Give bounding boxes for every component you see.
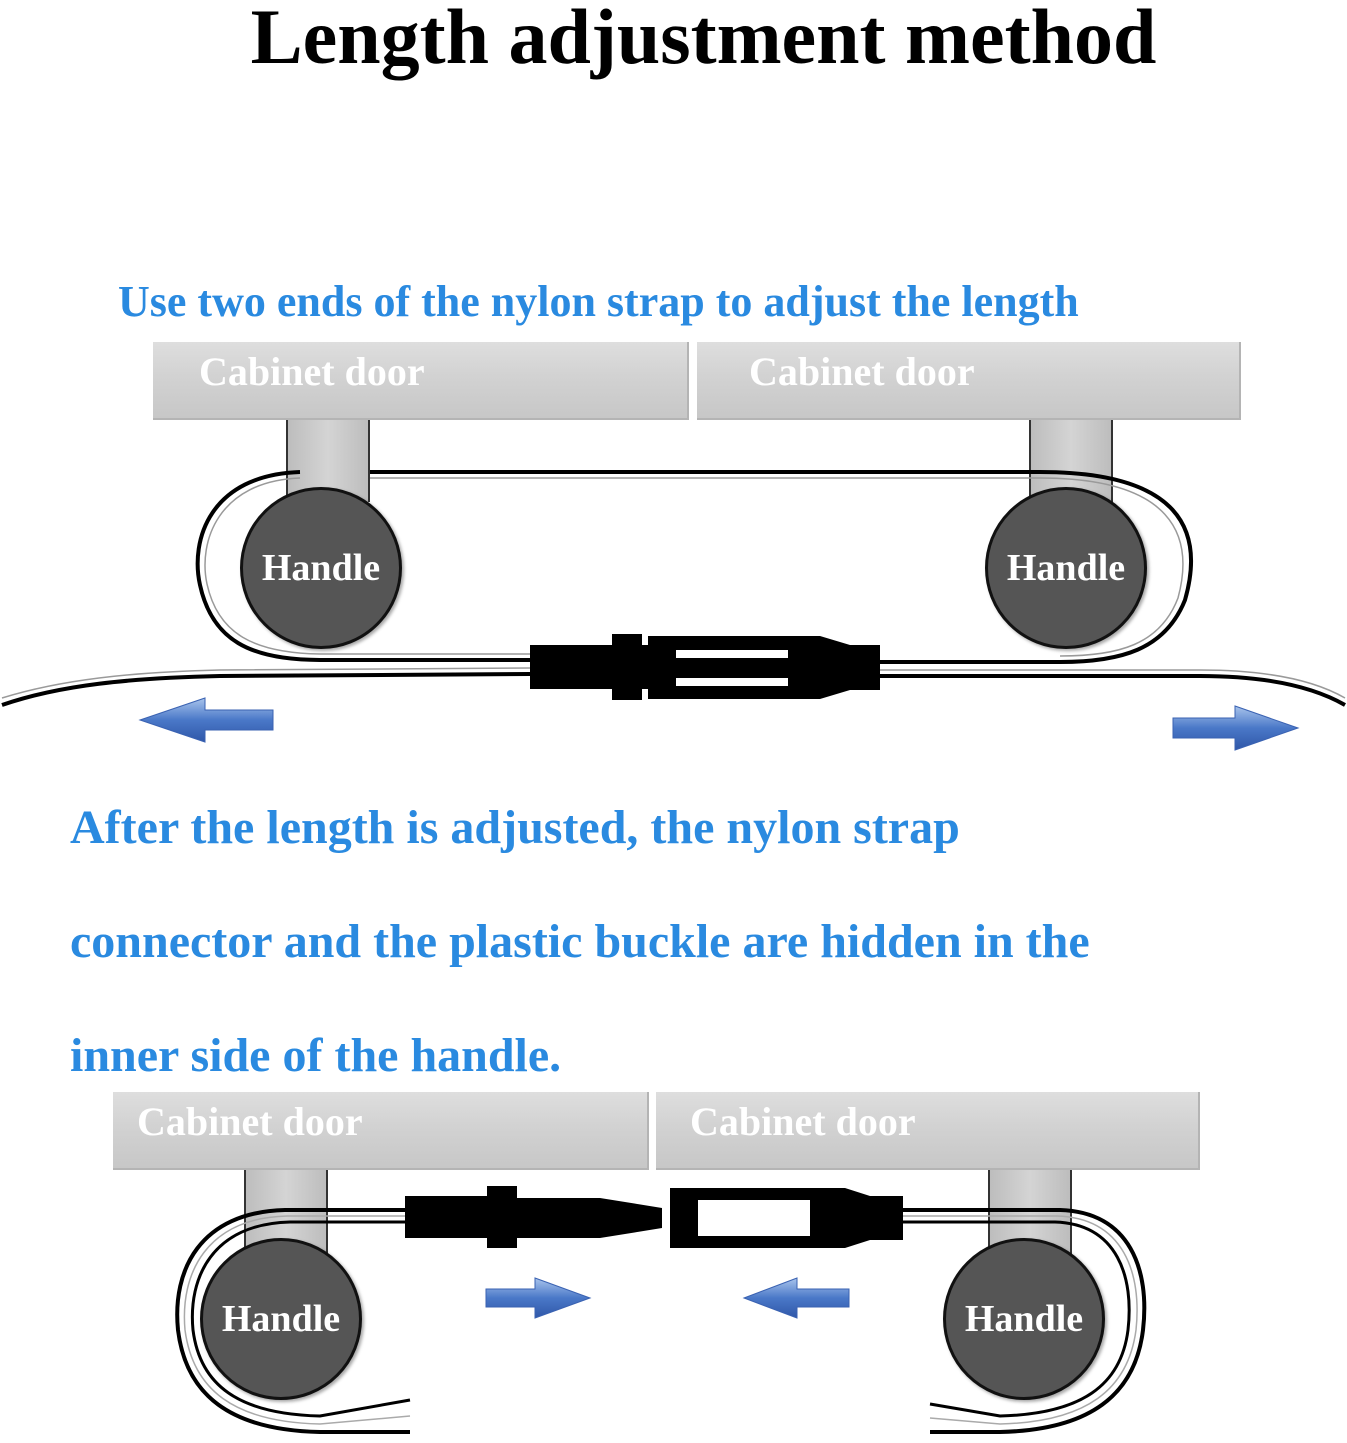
door-label: Cabinet door: [199, 349, 425, 394]
handle-left: Handle: [240, 487, 402, 649]
strap-loop: [370, 470, 1193, 664]
strap-end-left: [1, 672, 531, 707]
strap-connector: [405, 1186, 662, 1248]
cabinet-door-right: Cabinet door: [656, 1092, 1200, 1170]
step2-caption-line-2: connector and the plastic buckle are hid…: [70, 915, 1090, 968]
handle-label: Handle: [221, 1298, 341, 1340]
cabinet-door-left: Cabinet door: [113, 1092, 649, 1170]
handle-left: Handle: [200, 1238, 362, 1400]
strap-loop-left-outer: [175, 1208, 410, 1434]
door-label: Cabinet door: [690, 1099, 916, 1144]
door-label: Cabinet door: [749, 349, 975, 394]
step2-caption-line-3: inner side of the handle.: [70, 1029, 562, 1082]
strap-loop-right-inner: [903, 1220, 1131, 1418]
handle-right: Handle: [985, 487, 1147, 649]
handle-label: Handle: [1006, 547, 1126, 589]
strap-loop-inner: [370, 477, 1184, 657]
arrow-left-icon: [742, 1277, 850, 1319]
page-title: Length adjustment method: [250, 0, 1157, 80]
step1-caption: Use two ends of the nylon strap to adjus…: [118, 277, 1079, 326]
strap-loop-left-inner: [204, 477, 530, 655]
handle-label: Handle: [964, 1298, 1084, 1340]
strap-loop-left: [195, 470, 530, 662]
arrow-right-icon: [485, 1277, 592, 1319]
strap-connector: [530, 634, 652, 700]
plastic-buckle: [670, 1188, 903, 1248]
cabinet-door-right: Cabinet door: [697, 342, 1241, 420]
strap-end-left-inner: [1, 667, 531, 699]
handle-right: Handle: [943, 1238, 1105, 1400]
arrow-left-icon: [138, 697, 274, 743]
step2-caption-line-1: After the length is adjusted, the nylon …: [70, 801, 960, 854]
handle-label: Handle: [261, 547, 381, 589]
strap-loop-left-inner: [190, 1220, 411, 1418]
door-label: Cabinet door: [137, 1099, 363, 1144]
cabinet-door-left: Cabinet door: [153, 342, 689, 420]
plastic-buckle: [648, 636, 880, 699]
strap-end-right-inner: [880, 669, 1346, 699]
strap-end-right: [880, 674, 1346, 707]
arrow-right-icon: [1172, 705, 1300, 751]
strap-loop-right-outer: [903, 1208, 1147, 1434]
